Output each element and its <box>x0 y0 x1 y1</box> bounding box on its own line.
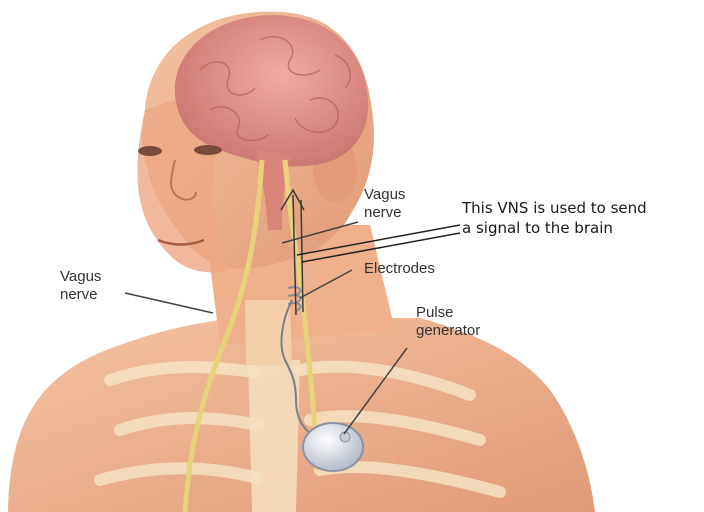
label-electrodes: Electrodes <box>364 260 435 278</box>
label-vagus-nerve-upper-line1: Vagus <box>364 186 405 204</box>
leader-vagus-left <box>125 293 213 313</box>
right-eye <box>138 146 162 156</box>
label-vagus-nerve-left-line2: nerve <box>60 286 101 304</box>
annotation-line-1: This VNS is used to send <box>462 198 647 218</box>
sternum <box>248 360 300 512</box>
label-pulse-generator-line2: generator <box>416 322 480 340</box>
label-pulse-generator: Pulse generator <box>416 304 480 340</box>
trachea <box>245 300 292 365</box>
label-vagus-nerve-upper-line2: nerve <box>364 204 405 222</box>
annotation-vns: This VNS is used to send a signal to the… <box>462 198 647 238</box>
label-vagus-nerve-left-line1: Vagus <box>60 268 101 286</box>
label-vagus-nerve-upper: Vagus nerve <box>364 186 405 222</box>
pulse-generator-device <box>303 423 363 471</box>
left-eye <box>194 145 222 155</box>
label-pulse-generator-line1: Pulse <box>416 304 480 322</box>
annotation-line-2: a signal to the brain <box>462 218 647 238</box>
label-vagus-nerve-left: Vagus nerve <box>60 268 101 304</box>
